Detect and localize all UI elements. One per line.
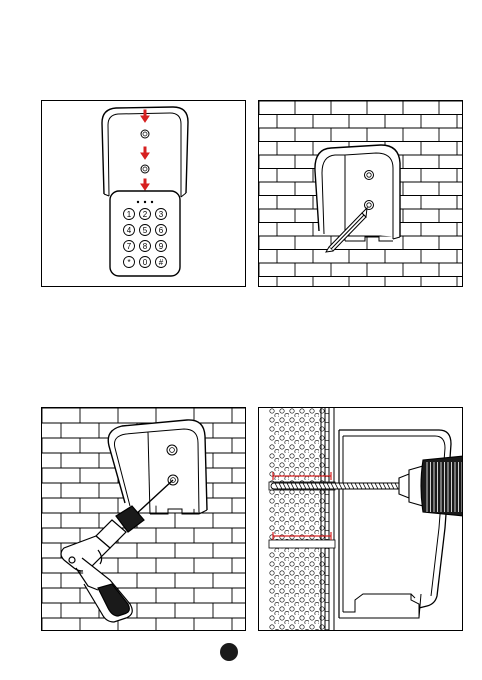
step-panel-align-keypad: 1 2 3 4 5 6 7 8 9 * 0 # bbox=[41, 100, 246, 287]
keypad-key: # bbox=[156, 257, 167, 268]
keypad-key: 4 bbox=[124, 225, 135, 236]
keypad-key: 2 bbox=[140, 209, 151, 220]
mounting-hole-bottom bbox=[141, 165, 149, 173]
keypad-key: 7 bbox=[124, 241, 135, 252]
svg-text:5: 5 bbox=[143, 226, 148, 235]
svg-text:*: * bbox=[127, 258, 130, 267]
cross-section-illustration bbox=[259, 408, 463, 631]
svg-text:7: 7 bbox=[127, 242, 132, 251]
page-marker bbox=[220, 643, 238, 661]
keypad-key: 0 bbox=[140, 257, 151, 268]
keypad-key: 6 bbox=[156, 225, 167, 236]
step-panel-mark-holes bbox=[258, 100, 463, 287]
mark-wall-illustration bbox=[259, 101, 463, 287]
svg-text:0: 0 bbox=[143, 258, 148, 267]
mounting-hole-top bbox=[141, 130, 149, 138]
svg-text:4: 4 bbox=[127, 226, 132, 235]
wall-cross-section bbox=[269, 408, 329, 631]
keypad-key: 1 bbox=[124, 209, 135, 220]
keypad-cover-illustration: 1 2 3 4 5 6 7 8 9 * 0 # bbox=[42, 101, 246, 287]
down-arrow-icon bbox=[141, 147, 149, 159]
keypad-key: 5 bbox=[140, 225, 151, 236]
down-arrow-icon bbox=[141, 110, 149, 122]
svg-text:1: 1 bbox=[127, 210, 132, 219]
svg-text:2: 2 bbox=[143, 210, 148, 219]
step-panel-drill-holes bbox=[41, 407, 246, 631]
drill-wall-illustration bbox=[42, 408, 246, 631]
drill-bit-icon bbox=[271, 483, 401, 489]
keypad-key: 8 bbox=[140, 241, 151, 252]
svg-text:3: 3 bbox=[159, 210, 164, 219]
keypad-key: 9 bbox=[156, 241, 167, 252]
step-panel-drill-depth bbox=[258, 407, 463, 631]
svg-text:6: 6 bbox=[159, 226, 164, 235]
down-arrow-icon bbox=[141, 179, 149, 190]
svg-text:#: # bbox=[159, 258, 164, 267]
rain-cover-profile bbox=[339, 430, 451, 608]
keypad-key: * bbox=[124, 257, 135, 268]
svg-text:8: 8 bbox=[143, 242, 148, 251]
svg-text:9: 9 bbox=[159, 242, 164, 251]
drill-icon bbox=[399, 456, 463, 516]
keypad-key: 3 bbox=[156, 209, 167, 220]
